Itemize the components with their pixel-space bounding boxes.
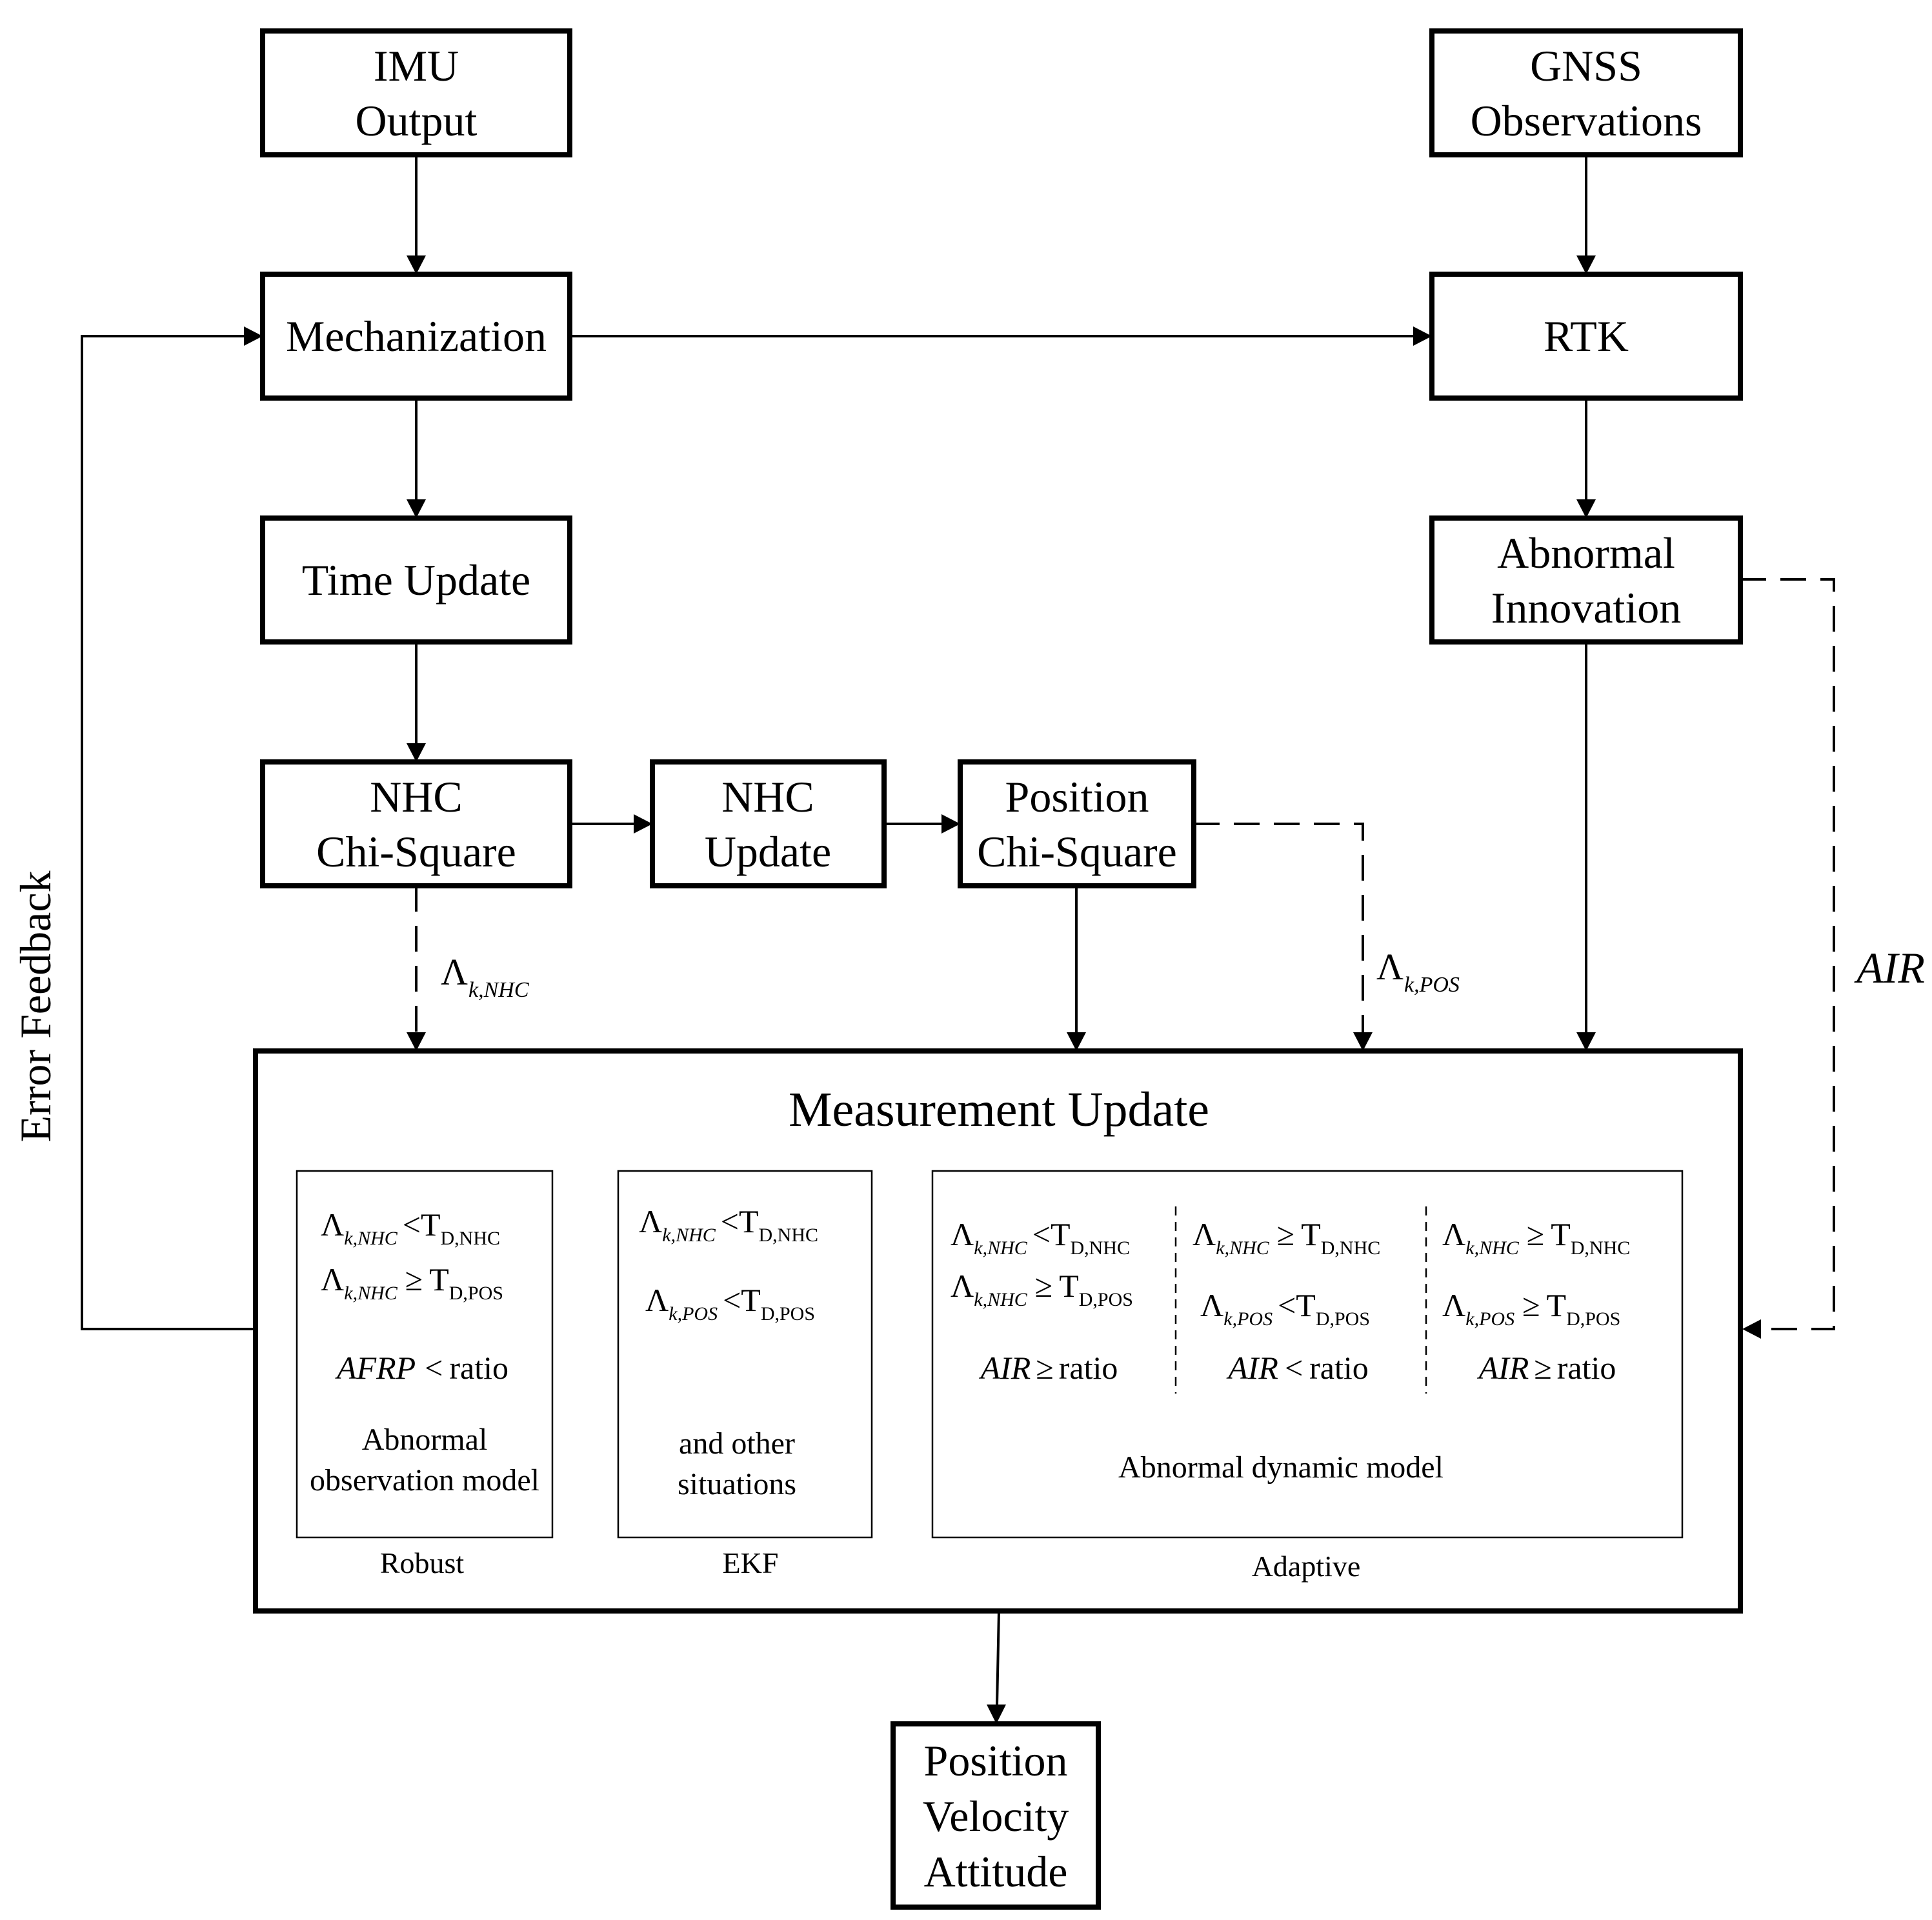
robust-condition-2: Λk,NHC≥TD,POS bbox=[321, 1261, 503, 1304]
edge-air-dashed bbox=[1740, 578, 1835, 1330]
position-velocity-attitude-block: Position Velocity Attitude bbox=[891, 1721, 1101, 1910]
position-chi-square-block: Position Chi-Square bbox=[958, 759, 1196, 888]
adaptive-col1-condition-1: Λk,NHC<TD,NHC bbox=[951, 1216, 1130, 1259]
lambda-subscript: k,POS bbox=[1404, 973, 1460, 997]
arrowhead bbox=[1576, 1032, 1596, 1051]
arrowhead bbox=[1576, 255, 1596, 274]
rtk-label: RTK bbox=[1544, 312, 1629, 361]
arrowhead bbox=[407, 1032, 426, 1051]
adaptive-col3-condition-1: Λk,NHC≥TD,NHC bbox=[1442, 1216, 1630, 1259]
air-edge-label: AIR bbox=[1854, 943, 1925, 992]
arrowhead bbox=[1413, 326, 1432, 346]
mechanization-label: Mechanization bbox=[286, 312, 547, 361]
arrowhead bbox=[407, 499, 426, 518]
position-chi-square-label-line2: Chi-Square bbox=[977, 827, 1177, 876]
adaptive-col2-condition-2: Λk,POS<TD,POS bbox=[1200, 1287, 1370, 1330]
robust-note-line2: observation model bbox=[310, 1463, 539, 1497]
measurement-update-title: Measurement Update bbox=[789, 1083, 1209, 1137]
edge-error-feedback bbox=[81, 335, 256, 1330]
nhc-update-block: NHC Update bbox=[650, 759, 887, 888]
adaptive-col2-condition-3: AIR<ratio bbox=[1226, 1350, 1369, 1386]
nhc-update-label-line2: Update bbox=[705, 827, 831, 876]
lambda-subscript: k,NHC bbox=[468, 978, 529, 1002]
robust-caption: Robust bbox=[380, 1546, 465, 1579]
abnormal-innovation-label-line2: Innovation bbox=[1491, 583, 1682, 632]
adaptive-col3-condition-3: AIR≥ratio bbox=[1477, 1350, 1616, 1386]
adaptive-caption: Adaptive bbox=[1252, 1550, 1361, 1583]
nhc-chi-square-block: NHC Chi-Square bbox=[260, 759, 572, 888]
robust-condition-1: Λk,NHC<TD,NHC bbox=[321, 1206, 500, 1249]
adaptive-panel: Λk,NHC<TD,NHC Λk,NHC≥TD,POS AIR≥ratio Λk… bbox=[931, 1170, 1684, 1583]
robust-panel: Λk,NHC<TD,NHC Λk,NHC≥TD,POS AFRP<ratio A… bbox=[296, 1170, 554, 1579]
arrowhead bbox=[941, 814, 960, 834]
rtk-block: RTK bbox=[1429, 272, 1743, 401]
output-label-line2: Velocity bbox=[923, 1792, 1069, 1841]
pos-lambda-label: Λ k,POS bbox=[1376, 946, 1460, 997]
nhc-update-label-line1: NHC bbox=[721, 772, 814, 821]
adaptive-note: Abnormal dynamic model bbox=[1118, 1450, 1444, 1485]
arrowhead bbox=[1576, 499, 1596, 518]
edge-measurement-update-to-output bbox=[996, 1610, 1000, 1706]
output-label-line3: Attitude bbox=[924, 1847, 1068, 1896]
ekf-note-line2: situations bbox=[678, 1467, 796, 1501]
adaptive-col1-condition-2: Λk,NHC≥TD,POS bbox=[951, 1268, 1133, 1310]
lambda-symbol: Λ bbox=[441, 951, 468, 993]
mechanization-block: Mechanization bbox=[260, 272, 572, 401]
time-update-block: Time Update bbox=[260, 515, 572, 645]
error-feedback-label: Error Feedback bbox=[11, 870, 60, 1142]
arrowhead bbox=[1742, 1319, 1761, 1339]
adaptive-col1-condition-3: AIR≥ratio bbox=[979, 1350, 1118, 1386]
ekf-condition-2: Λk,POS<TD,POS bbox=[645, 1282, 815, 1325]
time-update-label: Time Update bbox=[302, 555, 530, 605]
ekf-caption: EKF bbox=[723, 1546, 779, 1579]
arrowhead bbox=[407, 743, 426, 762]
gnss-label-line1: GNSS bbox=[1530, 41, 1642, 90]
robust-note-line1: Abnormal bbox=[362, 1423, 488, 1457]
abnormal-innovation-label-line1: Abnormal bbox=[1497, 528, 1675, 577]
arrowhead bbox=[1067, 1032, 1086, 1051]
arrowhead bbox=[244, 326, 263, 346]
arrowhead bbox=[1353, 1032, 1373, 1051]
ekf-note-line1: and other bbox=[679, 1426, 795, 1461]
gnss-observations-block: GNSS Observations bbox=[1429, 28, 1743, 157]
arrowhead bbox=[987, 1705, 1006, 1724]
measurement-update-block: Measurement Update Λk,NHC<TD,NHC Λk,NHC≥… bbox=[253, 1048, 1743, 1614]
adaptive-col3-condition-2: Λk,POS≥TD,POS bbox=[1442, 1287, 1620, 1330]
position-chi-square-label-line1: Position bbox=[1005, 772, 1149, 821]
nhc-lambda-label: Λ k,NHC bbox=[441, 951, 529, 1002]
connectors bbox=[81, 155, 1835, 1724]
edge-pos-lambda-dashed bbox=[1194, 823, 1364, 1032]
arrowhead bbox=[634, 814, 652, 834]
ekf-panel: Λk,NHC<TD,NHC Λk,POS<TD,POS and other si… bbox=[617, 1170, 873, 1579]
imu-output-block: IMU Output bbox=[260, 28, 572, 157]
robust-condition-3: AFRP<ratio bbox=[335, 1350, 508, 1386]
abnormal-innovation-block: Abnormal Innovation bbox=[1429, 515, 1743, 645]
nhc-chi-square-label-line1: NHC bbox=[370, 772, 463, 821]
adaptive-col2-condition-1: Λk,NHC≥TD,NHC bbox=[1192, 1216, 1380, 1259]
imu-output-label-line2: Output bbox=[356, 96, 478, 145]
arrowhead bbox=[407, 255, 426, 274]
imu-output-label-line1: IMU bbox=[374, 41, 459, 90]
ekf-condition-1: Λk,NHC<TD,NHC bbox=[639, 1203, 818, 1246]
nhc-chi-square-label-line2: Chi-Square bbox=[316, 827, 516, 876]
gnss-label-line2: Observations bbox=[1471, 96, 1702, 145]
lambda-symbol: Λ bbox=[1376, 946, 1404, 988]
output-label-line1: Position bbox=[924, 1736, 1068, 1785]
